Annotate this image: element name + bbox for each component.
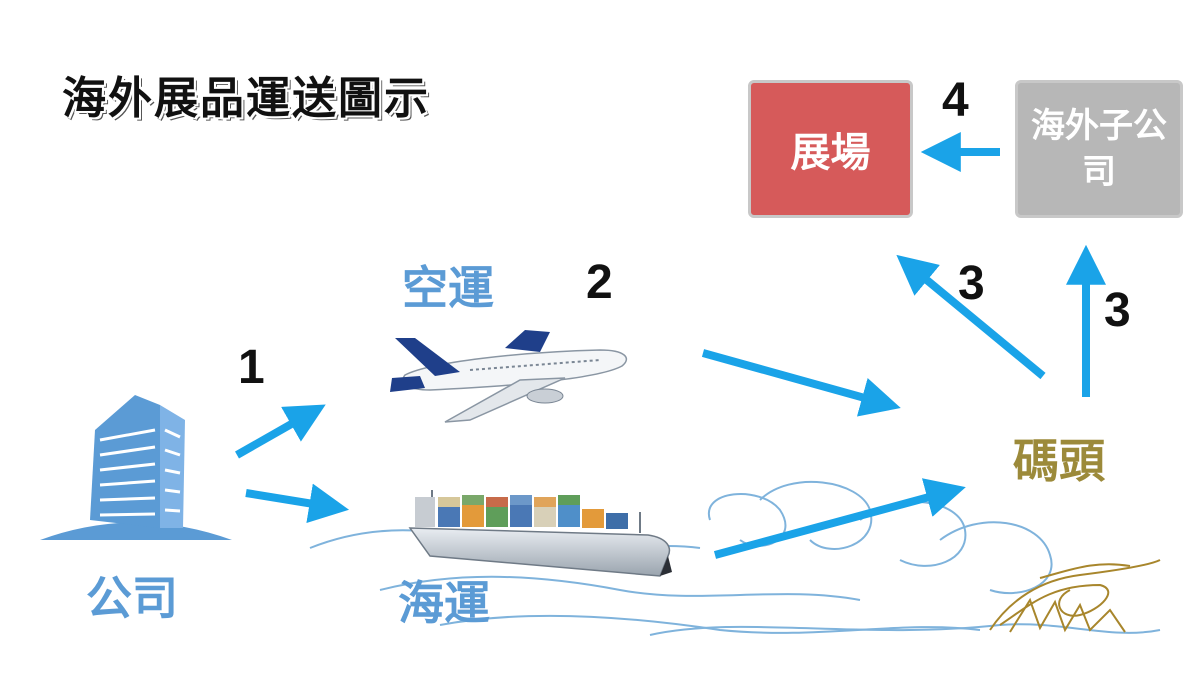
sea-freight-label: 海運 (398, 576, 490, 630)
step-number-3a: 3 (958, 257, 985, 310)
page-title: 海外展品運送圖示 (62, 73, 430, 124)
exhibition-venue-label: 展場 (790, 130, 871, 176)
airplane-icon (390, 330, 628, 423)
arrow-air-to-dock (701, 349, 901, 417)
signature-scribble (989, 559, 1161, 633)
step-number-2: 2 (586, 256, 613, 309)
arrow-sea-to-dock (713, 478, 966, 559)
arrow-company-to-sea (245, 483, 350, 524)
dock-label: 碼頭 (1013, 434, 1105, 488)
company-label: 公司 (86, 571, 178, 625)
arrow-company-to-air (235, 404, 326, 459)
flow-arrows (235, 132, 1106, 559)
exhibition-venue-box: 展場 (748, 80, 913, 218)
air-freight-label: 空運 (402, 261, 494, 315)
arrow-dock-to-venue (896, 254, 1046, 380)
step-number-3b: 3 (1104, 284, 1131, 337)
step-number-1: 1 (238, 341, 265, 394)
step-number-4: 4 (942, 74, 969, 127)
overseas-subsidiary-box: 海外子公司 (1015, 80, 1183, 218)
overseas-subsidiary-label: 海外子公司 (1031, 106, 1167, 192)
company-building-icon (40, 395, 232, 540)
container-ship-icon (408, 490, 672, 577)
